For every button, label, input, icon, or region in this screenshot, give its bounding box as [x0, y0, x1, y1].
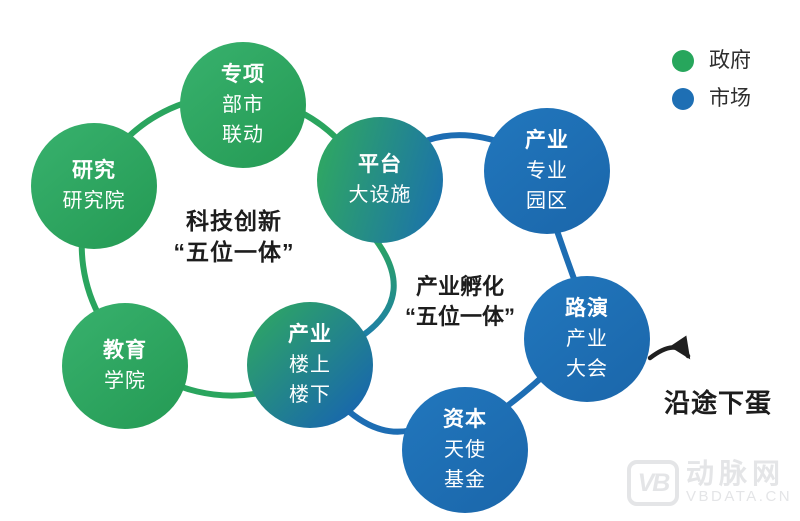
node-industry-park: 产业 专业 园区 — [484, 108, 610, 234]
blue-arc-capital-floors — [342, 405, 415, 435]
node-research-institute: 研究 研究院 — [31, 123, 157, 249]
node-line: 平台 — [358, 153, 402, 176]
node-line: 大设施 — [348, 184, 412, 206]
watermark-brand: 动脉网 — [686, 458, 786, 489]
watermark-text: 动脉网 VBDATA.CN — [686, 458, 793, 506]
node-line: 路演 — [565, 297, 609, 320]
node-line: 园区 — [526, 190, 568, 212]
legend-item-government: 政府 — [672, 50, 751, 72]
node-special-ministry-city: 专项 部市 联动 — [180, 42, 306, 168]
legend-label: 政府 — [709, 49, 751, 72]
cluster-label-tech-innovation: 科技创新 “五位一体” — [148, 206, 320, 268]
watermark-site: VBDATA.CN — [686, 488, 793, 505]
node-platform-facility: 平台 大设施 — [317, 117, 443, 243]
node-line: 研究 — [72, 159, 116, 182]
node-line: 天使 — [444, 439, 486, 461]
node-line: 大会 — [566, 358, 608, 380]
node-education-academy: 教育 学院 — [62, 303, 188, 429]
node-line: 资本 — [443, 408, 487, 431]
node-line: 学院 — [104, 370, 146, 392]
spillover-annotation-label: 沿途下蛋 — [663, 388, 772, 418]
node-line: 产业 — [525, 129, 569, 152]
legend: 政府 市场 — [672, 50, 751, 126]
node-line: 部市 — [222, 94, 264, 116]
legend-item-market: 市场 — [672, 88, 751, 110]
node-line: 楼下 — [289, 384, 331, 406]
node-line: 研究院 — [62, 190, 126, 212]
cluster-label-line: “五位一体” — [173, 239, 295, 265]
watermark: VB 动脉网 VBDATA.CN — [627, 460, 792, 506]
cluster-label-industry-incubation: 产业孵化 “五位一体” — [382, 272, 538, 332]
node-industry-upstairs-downstairs: 产业 楼上 楼下 — [247, 302, 373, 428]
node-line: 联动 — [222, 124, 264, 146]
node-roadshow-conference: 路演 产业 大会 — [524, 276, 650, 402]
market-color-dot-icon — [672, 88, 694, 110]
cluster-label-line: “五位一体” — [404, 304, 515, 329]
cluster-label-line: 科技创新 — [186, 208, 282, 234]
legend-label: 市场 — [709, 87, 751, 110]
node-line: 专项 — [221, 63, 265, 86]
node-line: 基金 — [444, 469, 486, 491]
vb-logo-icon: VB — [627, 460, 679, 506]
node-line: 产业 — [566, 328, 608, 350]
node-line: 教育 — [103, 339, 147, 362]
gradient-arc-floors-platform — [359, 232, 397, 339]
cluster-label-line: 产业孵化 — [415, 274, 504, 299]
node-line: 专业 — [526, 160, 568, 182]
spillover-arrow-icon — [647, 335, 691, 361]
node-capital-angel-fund: 资本 天使 基金 — [402, 387, 528, 513]
government-color-dot-icon — [672, 50, 694, 72]
node-line: 产业 — [288, 323, 332, 346]
node-line: 楼上 — [289, 354, 331, 376]
